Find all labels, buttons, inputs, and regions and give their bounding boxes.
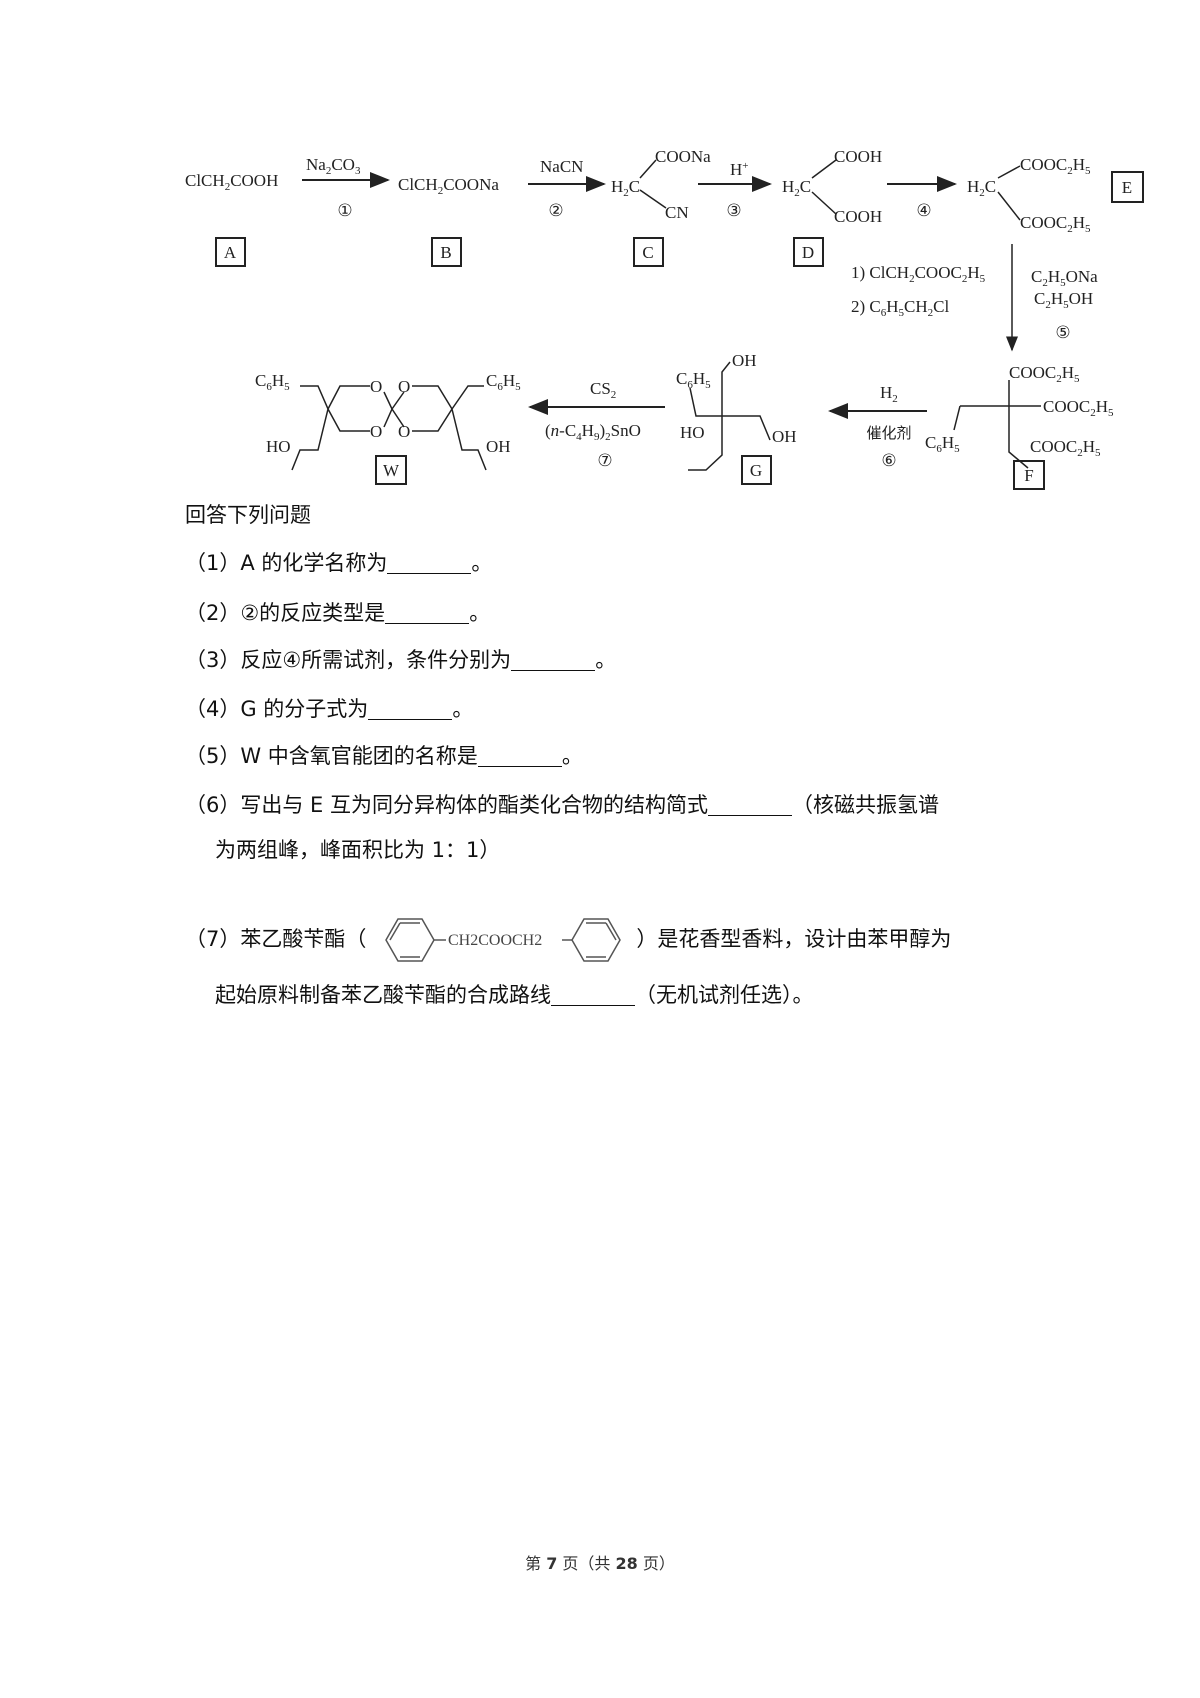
svg-text:O: O bbox=[398, 377, 410, 396]
svg-text:O: O bbox=[370, 422, 382, 441]
svg-text:O: O bbox=[398, 422, 410, 441]
page-footer: 第 7 页（共 28 页） bbox=[525, 1554, 675, 1573]
svg-text:CN: CN bbox=[665, 203, 689, 222]
svg-text:CH2COOCH2: CH2COOCH2 bbox=[448, 932, 542, 949]
question-5: （5）W 中含氧官能团的名称是。 bbox=[185, 744, 583, 768]
synthesis-scheme: ClCH2COOH ClCH2COONa Na2CO3 NaCN H+ H2C … bbox=[185, 147, 1144, 490]
svg-text:COOC2H5: COOC2H5 bbox=[1009, 363, 1080, 385]
svg-text:③: ③ bbox=[726, 201, 741, 220]
svg-text:O: O bbox=[370, 377, 382, 396]
svg-text:COOH: COOH bbox=[834, 207, 882, 226]
svg-text:F: F bbox=[1024, 466, 1033, 485]
answer-blank[interactable] bbox=[387, 551, 472, 574]
svg-text:CS2: CS2 bbox=[590, 379, 616, 401]
svg-text:C6H5: C6H5 bbox=[486, 371, 521, 393]
svg-text:COOC2H5: COOC2H5 bbox=[1030, 437, 1101, 459]
svg-text:H+: H+ bbox=[730, 160, 749, 179]
svg-text:⑥: ⑥ bbox=[881, 451, 896, 470]
answer-blank[interactable] bbox=[551, 983, 635, 1006]
svg-text:H2C: H2C bbox=[611, 177, 640, 199]
question-7-cont: 起始原料制备苯乙酸苄酯的合成路线（无机试剂任选）。 bbox=[215, 983, 814, 1007]
svg-text:OH: OH bbox=[486, 437, 511, 456]
svg-text:E: E bbox=[1122, 178, 1132, 197]
svg-text:C6H5: C6H5 bbox=[255, 371, 290, 393]
svg-text:⑤: ⑤ bbox=[1055, 323, 1070, 342]
answer-blank[interactable] bbox=[368, 697, 453, 720]
svg-text:COONa: COONa bbox=[655, 147, 711, 166]
svg-text:1) ClCH2COOC2H5: 1) ClCH2COOC2H5 bbox=[851, 263, 986, 285]
svg-text:COOC2H5: COOC2H5 bbox=[1020, 213, 1091, 235]
answer-blank[interactable] bbox=[477, 744, 562, 767]
svg-text:COOC2H5: COOC2H5 bbox=[1043, 397, 1114, 419]
svg-text:D: D bbox=[802, 243, 814, 262]
compound-A: ClCH2COOH bbox=[185, 171, 278, 193]
svg-text:C6H5: C6H5 bbox=[676, 369, 711, 391]
svg-text:①: ① bbox=[337, 201, 352, 220]
svg-text:④: ④ bbox=[916, 201, 931, 220]
svg-text:2) C6H5CH2Cl: 2) C6H5CH2Cl bbox=[851, 297, 949, 319]
svg-text:C: C bbox=[642, 243, 653, 262]
svg-text:催化剂: 催化剂 bbox=[866, 424, 911, 442]
benzyl-phenylacetate-structure: CH2COOCH2 bbox=[385, 918, 622, 962]
question-6: （6）写出与 E 互为同分异构体的酯类化合物的结构简式（核磁共振氢谱 bbox=[185, 793, 939, 817]
svg-text:H2C: H2C bbox=[782, 177, 811, 199]
question-1: （1）A 的化学名称为。 bbox=[185, 551, 493, 575]
svg-text:OH: OH bbox=[732, 351, 757, 370]
svg-text:NaCN: NaCN bbox=[540, 157, 583, 176]
svg-text:OH: OH bbox=[772, 427, 797, 446]
question-4: （4）G 的分子式为。 bbox=[185, 697, 474, 721]
answer-blank[interactable] bbox=[385, 601, 470, 624]
question-2: （2）②的反应类型是。 bbox=[185, 601, 491, 625]
svg-text:(n-C4H9)2SnO: (n-C4H9)2SnO bbox=[545, 421, 641, 443]
svg-text:HO: HO bbox=[266, 437, 291, 456]
svg-text:H2: H2 bbox=[880, 383, 898, 405]
svg-text:HO: HO bbox=[680, 423, 705, 442]
svg-text:W: W bbox=[383, 461, 400, 480]
svg-text:C6H5: C6H5 bbox=[925, 433, 960, 455]
question-3: （3）反应④所需试剂，条件分别为。 bbox=[185, 648, 617, 672]
svg-text:⑦: ⑦ bbox=[597, 451, 612, 470]
question-7: （7）苯乙酸苄酯（ CH2COOCH2 ）是花香型香料，设计由苯甲醇为 bbox=[185, 904, 951, 975]
svg-text:B: B bbox=[440, 243, 451, 262]
question-6-cont: 为两组峰，峰面积比为 1：1） bbox=[215, 838, 501, 862]
answer-blank[interactable] bbox=[511, 648, 596, 671]
svg-text:②: ② bbox=[548, 201, 563, 220]
svg-text:H2C: H2C bbox=[967, 177, 996, 199]
svg-text:G: G bbox=[750, 461, 762, 480]
svg-text:Na2CO3: Na2CO3 bbox=[306, 155, 361, 177]
compound-B: ClCH2COONa bbox=[398, 175, 499, 197]
svg-text:C2H5ONa: C2H5ONa bbox=[1031, 267, 1098, 289]
svg-text:A: A bbox=[224, 243, 237, 262]
questions-intro: 回答下列问题 bbox=[185, 503, 311, 527]
answer-blank[interactable] bbox=[707, 793, 792, 816]
svg-text:COOC2H5: COOC2H5 bbox=[1020, 155, 1091, 177]
svg-text:COOH: COOH bbox=[834, 147, 882, 166]
svg-text:C2H5OH: C2H5OH bbox=[1034, 289, 1093, 311]
